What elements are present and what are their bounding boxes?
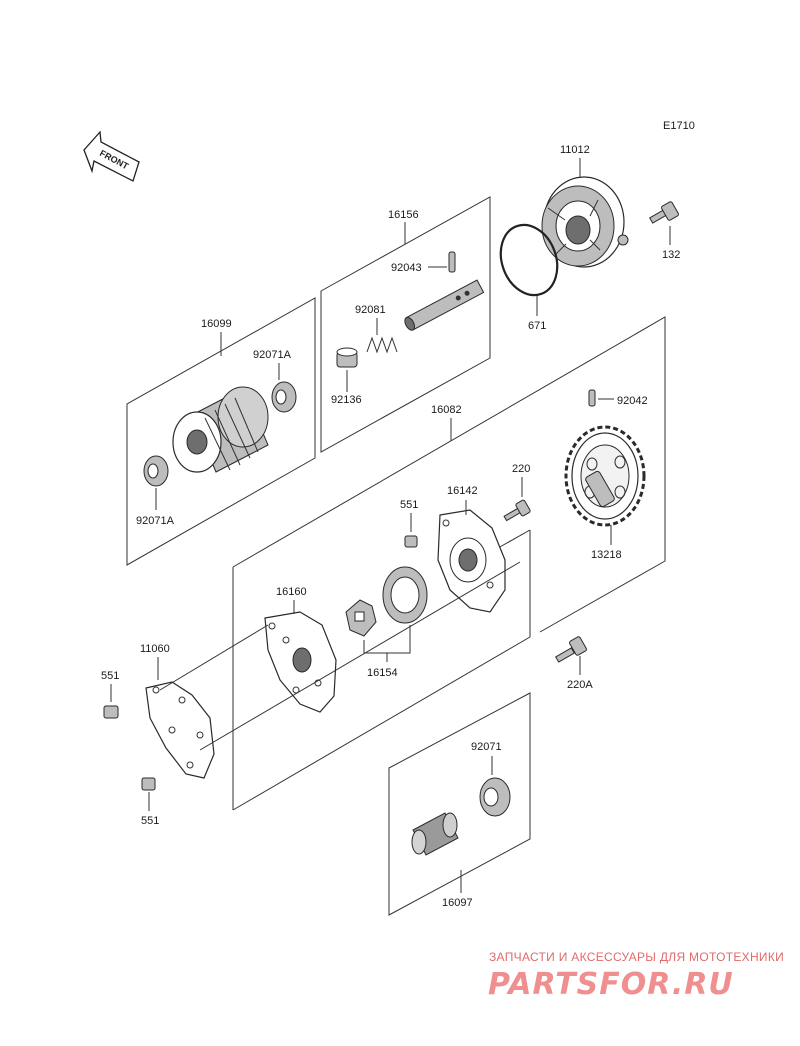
dowel-pin-551-bottom — [141, 777, 156, 791]
alignment-line — [199, 561, 521, 751]
part-number-92071a-bottom: 92071A — [136, 515, 175, 527]
part-number-16097: 16097 — [442, 897, 473, 909]
oil-strainer-16097 — [411, 812, 459, 856]
bolt-132 — [649, 201, 679, 224]
part-number-16142: 16142 — [447, 485, 478, 497]
dowel-pin-551-left — [103, 705, 119, 719]
part-number-16099: 16099 — [201, 318, 232, 330]
pump-body-16142 — [437, 509, 506, 613]
part-number-551-bottom: 551 — [141, 815, 159, 827]
part-number-16160: 16160 — [276, 586, 307, 598]
grommet-92071 — [479, 777, 511, 817]
pin-92042 — [588, 389, 596, 407]
o-ring-671 — [499, 223, 559, 297]
spring-92081 — [366, 336, 398, 354]
bolt-220a — [555, 636, 587, 663]
outer-rotor-16154 — [382, 566, 428, 624]
pin-92043 — [448, 251, 456, 273]
part-number-11012: 11012 — [560, 144, 590, 156]
part-number-11060: 11060 — [140, 643, 170, 655]
pump-gear-13218 — [564, 425, 646, 527]
part-number-92136: 92136 — [331, 394, 362, 406]
front-arrow-icon: FRONT — [83, 130, 140, 182]
part-number-92042: 92042 — [617, 395, 648, 407]
grommet-92071a-top — [271, 381, 297, 413]
part-number-16156: 16156 — [388, 209, 419, 221]
bolt-220 — [503, 499, 531, 522]
part-number-92043: 92043 — [391, 262, 422, 274]
watermark-caption: ЗАПЧАСТИ И АКСЕССУАРЫ ДЛЯ МОТОТЕХНИКИ — [489, 950, 784, 964]
oil-strainer-group: 92071 16097 — [388, 692, 531, 916]
part-number-92071: 92071 — [471, 741, 502, 753]
part-number-551-left: 551 — [101, 670, 119, 682]
alignment-line — [159, 624, 269, 691]
plug-92136 — [336, 347, 358, 368]
part-number-132: 132 — [662, 249, 680, 261]
oil-pump-assembly-group: 16082 — [232, 316, 666, 811]
grommet-92071a-bottom — [143, 455, 169, 487]
relief-valve-group: 16156 92043 92081 92136 — [320, 196, 491, 453]
dowel-pin-551-top — [404, 535, 418, 548]
part-number-16154: 16154 — [367, 667, 398, 679]
part-number-92071a-top: 92071A — [253, 349, 292, 361]
part-number-551-top: 551 — [400, 499, 418, 511]
relief-valve-shaft — [404, 279, 485, 331]
part-number-220: 220 — [512, 463, 530, 475]
pump-plate-16160 — [264, 611, 337, 713]
part-number-220a: 220A — [567, 679, 593, 691]
diagram-code: E1710 — [663, 120, 695, 132]
part-number-13218: 13218 — [591, 549, 622, 561]
oil-filter-group: 16099 92071A 92071A — [126, 297, 316, 566]
inner-rotor-16154 — [345, 599, 377, 637]
oil-filter-16099 — [172, 386, 269, 473]
part-number-671: 671 — [528, 320, 546, 332]
pump-cover-11012 — [541, 176, 629, 268]
gasket-11060 — [145, 681, 215, 779]
part-number-92081: 92081 — [355, 304, 386, 316]
part-number-16082: 16082 — [431, 404, 462, 416]
watermark-logo: PARTSFOR.RU — [488, 967, 734, 1002]
